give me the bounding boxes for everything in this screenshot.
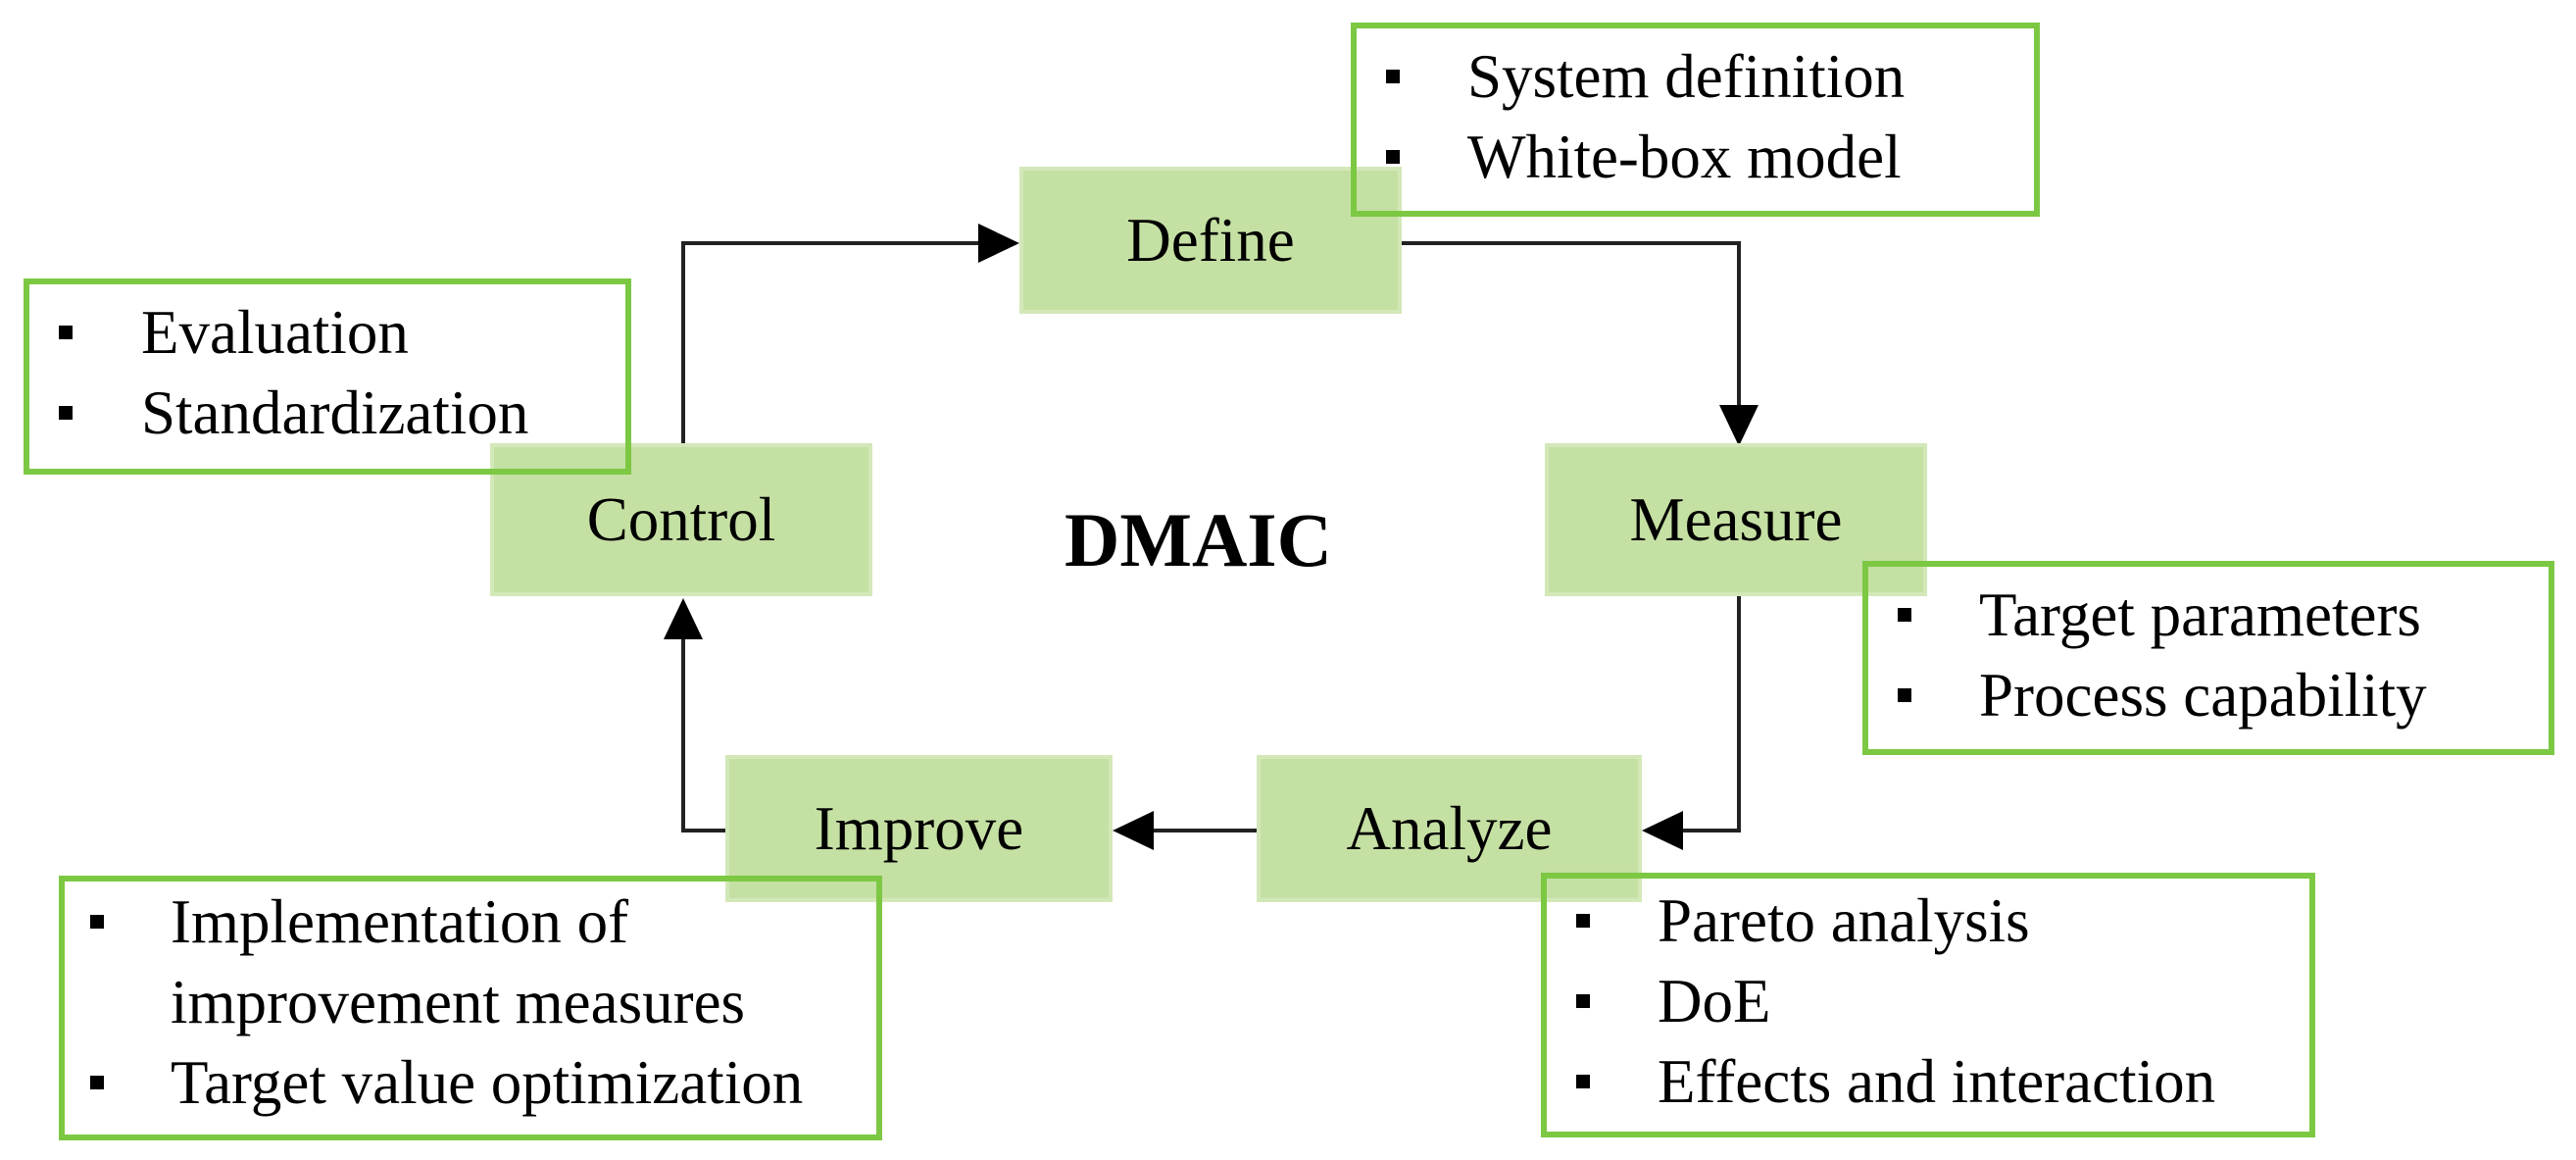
- bullet-icon: [1386, 70, 1400, 83]
- note-define-item-text: System definition: [1467, 42, 1906, 111]
- note-analyze-item-text: Pareto analysis: [1658, 886, 2030, 955]
- phase-improve: Improve: [725, 755, 1113, 902]
- bullet-icon: [1898, 688, 1911, 702]
- arrowhead-measure: [1719, 405, 1759, 446]
- arrow-control-to-define: [681, 241, 980, 443]
- note-control-item-text: Standardization: [141, 378, 529, 447]
- note-analyze: Pareto analysis DoE Effects and interact…: [1541, 873, 2315, 1137]
- bullet-icon: [1386, 150, 1400, 164]
- arrowhead-define: [978, 224, 1019, 263]
- phase-analyze-label: Analyze: [1346, 793, 1553, 863]
- note-measure: Target parameters Process capability: [1862, 561, 2554, 755]
- note-analyze-item-text: Effects and interaction: [1658, 1047, 2216, 1116]
- phase-improve-label: Improve: [814, 793, 1024, 863]
- phase-define-label: Define: [1126, 205, 1295, 275]
- arrowhead-analyze: [1642, 811, 1683, 850]
- bullet-icon: [90, 1076, 104, 1089]
- bullet-icon: [1576, 914, 1590, 928]
- bullet-icon: [1898, 608, 1911, 622]
- note-define-item-text: White-box model: [1467, 123, 1902, 191]
- arrowhead-control: [664, 598, 703, 639]
- bullet-icon: [59, 326, 73, 339]
- note-control: Evaluation Standardization: [24, 278, 631, 475]
- bullet-icon: [1576, 994, 1590, 1008]
- note-measure-item-text: Process capability: [1979, 661, 2427, 730]
- arrow-improve-to-control: [681, 637, 725, 832]
- diagram-title: DMAIC: [1065, 497, 1332, 582]
- bullet-icon: [90, 915, 104, 929]
- note-improve-item-text: improvement measures: [171, 968, 746, 1036]
- note-measure-item-text: Target parameters: [1979, 580, 2421, 649]
- arrowhead-improve: [1113, 811, 1154, 850]
- note-improve: Implementation of improvement measures T…: [59, 876, 882, 1140]
- bullet-icon: [59, 406, 73, 420]
- note-define: System definition White-box model: [1351, 23, 2040, 217]
- arrow-define-to-measure: [1402, 241, 1741, 407]
- phase-define: Define: [1019, 167, 1402, 314]
- bullet-icon: [1576, 1075, 1590, 1088]
- phase-measure-label: Measure: [1629, 484, 1843, 554]
- note-improve-item-text: Target value optimization: [171, 1048, 804, 1117]
- phase-control-label: Control: [586, 484, 776, 554]
- note-analyze-item-text: DoE: [1658, 967, 1771, 1035]
- note-control-item-text: Evaluation: [141, 298, 409, 367]
- note-improve-item-text: Implementation of: [171, 887, 629, 956]
- arrow-measure-to-analyze: [1681, 596, 1741, 832]
